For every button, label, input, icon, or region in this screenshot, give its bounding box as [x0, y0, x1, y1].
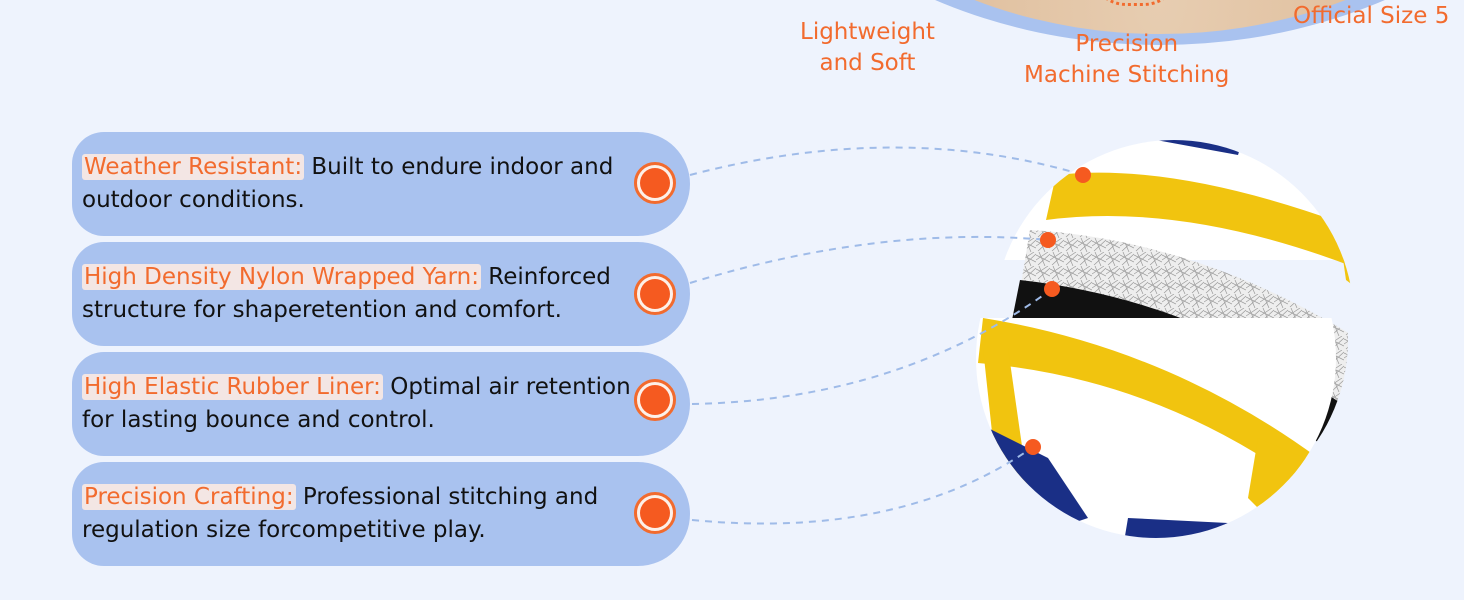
label-size: Official Size 5	[1293, 1, 1449, 32]
bullet-icon	[634, 379, 676, 421]
feature-desc-line2: for lasting bounce and control.	[82, 407, 435, 433]
feature-desc-line2: outdoor conditions.	[82, 187, 305, 213]
bullet-icon	[634, 273, 676, 315]
connector-stitching	[691, 446, 1034, 525]
label-size-line1: Official Size 5	[1293, 3, 1450, 29]
connector-rubber	[691, 288, 1053, 405]
feature-desc-line1: Optimal air retention	[390, 374, 631, 400]
connector-weather	[689, 146, 1084, 176]
point-nylon	[1040, 232, 1056, 248]
label-stitching-line1: Precision	[1075, 31, 1179, 57]
feature-text: Weather Resistant: Built to endure indoo…	[82, 151, 642, 217]
feature-title: High Density Nylon Wrapped Yarn:	[82, 264, 481, 290]
label-lightweight: Lightweight and Soft	[800, 17, 935, 79]
feature-card-nylon: High Density Nylon Wrapped Yarn: Reinfor…	[72, 242, 690, 346]
feature-card-rubber: High Elastic Rubber Liner: Optimal air r…	[72, 352, 690, 456]
feature-title: Precision Crafting:	[82, 484, 296, 510]
feature-text: High Elastic Rubber Liner: Optimal air r…	[82, 371, 662, 437]
bullet-icon	[634, 492, 676, 534]
feature-desc-line1: Built to endure indoor and	[311, 154, 614, 180]
feature-card-crafting: Precision Crafting: Professional stitchi…	[72, 462, 690, 566]
feature-text: High Density Nylon Wrapped Yarn: Reinfor…	[82, 261, 662, 327]
feature-desc-line1: Professional stitching and	[302, 484, 599, 510]
point-weather	[1075, 167, 1091, 183]
label-lightweight-line2: and Soft	[819, 50, 916, 76]
feature-desc-line2: regulation size forcompetitive play.	[82, 517, 486, 543]
volleyball-cutaway-icon	[976, 140, 1354, 538]
label-lightweight-line1: Lightweight	[800, 19, 935, 45]
point-rubber	[1044, 281, 1060, 297]
feature-desc-line1: Reinforced	[488, 264, 611, 290]
feature-title: High Elastic Rubber Liner:	[82, 374, 383, 400]
feature-desc-line2: structure for shaperetention and comfort…	[82, 297, 562, 323]
bullet-icon	[634, 162, 676, 204]
feature-card-weather: Weather Resistant: Built to endure indoo…	[72, 132, 690, 236]
feature-title: Weather Resistant:	[82, 154, 305, 180]
label-stitching: Precision Machine Stitching	[1024, 29, 1229, 91]
feature-text: Precision Crafting: Professional stitchi…	[82, 481, 642, 547]
point-stitching	[1025, 439, 1041, 455]
connector-nylon	[689, 235, 1049, 284]
label-stitching-line2: Machine Stitching	[1024, 62, 1230, 88]
